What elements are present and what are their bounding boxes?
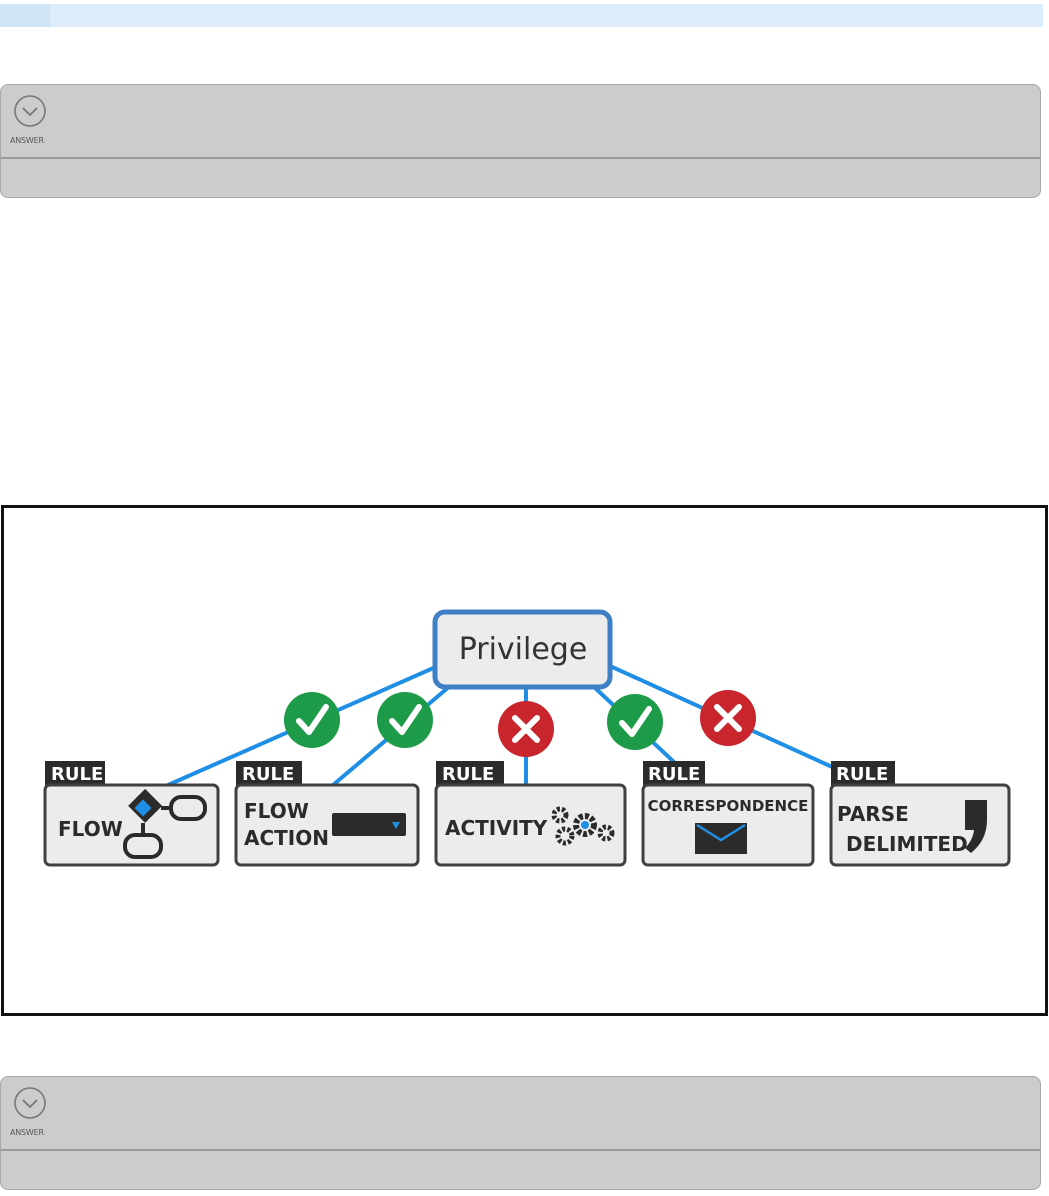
rule-card-parse-delimited: RULE PARSE DELIMITED [829, 761, 1011, 867]
top-bar-marker [0, 4, 50, 27]
rule-label: FLOW [58, 817, 123, 841]
rule-card-activity: RULE ACTIVITY [434, 761, 627, 867]
chevron-down-icon [14, 1087, 46, 1119]
comma-icon [965, 800, 987, 853]
answer-toggle-button-2[interactable]: ANSWER [10, 1086, 58, 1142]
answer-label: ANSWER [10, 1128, 44, 1137]
answer-toggle-button-1[interactable]: ANSWER [10, 94, 58, 150]
status-denied-icon [700, 690, 756, 746]
rule-label-line1: FLOW [244, 799, 309, 823]
rule-tag: RULE [442, 764, 494, 785]
answer-divider [1, 1149, 1040, 1151]
answer-panel-1: ANSWER [0, 84, 1041, 198]
rule-tag: RULE [836, 764, 888, 785]
status-allowed-icon [607, 694, 663, 750]
rule-label-line2: DELIMITED [846, 832, 968, 856]
dropdown-bar-icon [332, 813, 406, 836]
privilege-node: Privilege [432, 609, 613, 690]
rule-card-flow: RULE FLOW [43, 761, 220, 867]
answer-label: ANSWER [10, 136, 44, 145]
answer-divider [1, 157, 1040, 159]
top-highlight-bar [0, 4, 1043, 27]
privilege-diagram: Privilege RULE FLOW RULE FLOW ACTION [1, 505, 1048, 1016]
status-allowed-icon [377, 692, 433, 748]
rule-tag: RULE [648, 764, 700, 785]
rule-tag: RULE [51, 764, 103, 785]
rule-card-flow-action: RULE FLOW ACTION [234, 761, 420, 867]
rule-card-correspondence: RULE CORRESPONDENCE [641, 761, 815, 867]
status-allowed-icon [284, 692, 340, 748]
answer-panel-2: ANSWER [0, 1076, 1041, 1190]
rule-label: CORRESPONDENCE [648, 797, 809, 815]
privilege-label: Privilege [459, 632, 588, 667]
gears-icon [551, 806, 615, 846]
rule-label: ACTIVITY [445, 816, 548, 840]
rule-label-line2: ACTION [244, 826, 329, 850]
envelope-icon [695, 823, 747, 854]
status-denied-icon [498, 701, 554, 757]
rule-tag: RULE [242, 764, 294, 785]
diagram-canvas: Privilege RULE FLOW RULE FLOW ACTION [43, 609, 1011, 867]
rule-label-line1: PARSE [837, 802, 909, 826]
chevron-down-icon [14, 95, 46, 127]
